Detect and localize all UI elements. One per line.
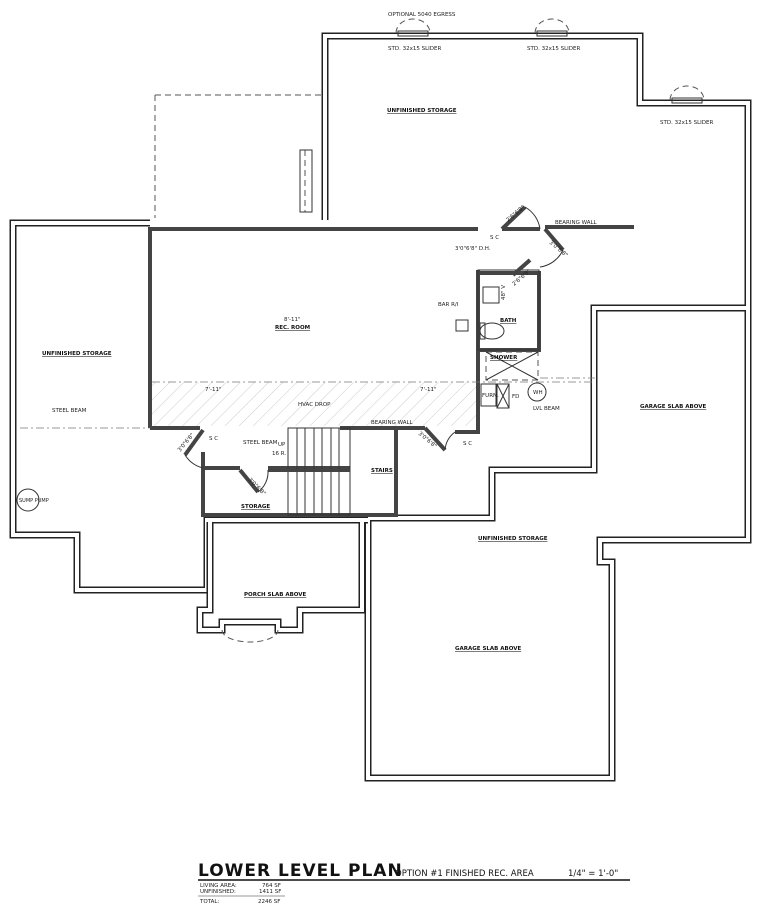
room-label-unfinished-storage-left: UNFINISHED STORAGE: [42, 351, 112, 357]
hvac-drop-label: HVAC DROP: [298, 402, 331, 408]
plan-title: LOWER LEVEL PLAN: [198, 861, 403, 881]
hvac-height-right: 7'-11": [420, 387, 437, 393]
steel-beam-mid-label: STEEL BEAM: [243, 440, 278, 446]
area-value-total: 2246 SF: [258, 899, 280, 905]
interior-walls: [148, 225, 634, 517]
slider-label-1: STD. 32x15 SLIDER: [388, 46, 441, 52]
lvl-beam-label: LVL BEAM: [533, 406, 560, 412]
hvac-height-left: 7'-11": [205, 387, 222, 393]
door-label-top-1: 2'6"6'8": [505, 205, 526, 224]
room-label-unfinished-storage-bottom: UNFINISHED STORAGE: [478, 536, 548, 542]
bath-fixtures: [16, 286, 547, 512]
bar-ri-label: BAR R/I: [438, 302, 459, 308]
bearing-wall-mid-label: BEARING WALL: [371, 420, 414, 426]
room-label-storage: STORAGE: [241, 504, 270, 510]
doors: [183, 205, 565, 494]
sump-pump-label: SUMP PUMP: [19, 498, 49, 504]
optional-egress-label: OPTIONAL 5040 EGRESS: [388, 12, 456, 18]
floor-drain-label: FD: [512, 394, 519, 400]
furnace-label: FURN.: [482, 393, 499, 399]
stairs-risers-label: 16 R.: [272, 451, 286, 457]
sc-left-label: S C: [209, 436, 218, 442]
room-label-unfinished-storage-top: UNFINISHED STORAGE: [387, 108, 457, 114]
area-label-unfinished: UNFINISHED:: [200, 889, 236, 895]
stairs-up-label: UP: [278, 442, 286, 448]
room-label-garage-slab-right: GARAGE SLAB ABOVE: [640, 404, 707, 410]
area-label-total: TOTAL:: [199, 899, 219, 905]
steel-beam-left-label: STEEL BEAM: [52, 408, 87, 414]
room-label-shower: SHOWER: [490, 355, 518, 361]
slider-label-3: STD. 32x15 SLIDER: [660, 120, 713, 126]
water-heater-label: WH: [533, 390, 543, 396]
room-label-garage-slab-bottom: GARAGE SLAB ABOVE: [455, 646, 522, 652]
room-label-stairs: STAIRS: [371, 468, 393, 474]
dh-label: 3'0"6'8" D.H.: [455, 246, 491, 252]
plan-scale: 1/4" = 1'-0": [568, 869, 618, 879]
deck-outline: [154, 94, 322, 218]
area-label-living: LIVING AREA:: [200, 883, 237, 889]
plan-option: OPTION #1 FINISHED REC. AREA: [395, 869, 534, 879]
vanity-label: 48" V: [501, 285, 507, 300]
area-value-living: 764 SF: [262, 883, 281, 889]
sc-right-label: S C: [463, 441, 472, 447]
slider-label-2: STD. 32x15 SLIDER: [527, 46, 580, 52]
room-label-porch-slab: PORCH SLAB ABOVE: [244, 592, 307, 598]
room-label-bath: BATH: [500, 318, 517, 324]
title-block: LOWER LEVEL PLAN OPTION #1 FINISHED REC.…: [198, 861, 630, 905]
bearing-wall-top-label: BEARING WALL: [555, 220, 598, 226]
windows: [221, 18, 705, 643]
sc-top-label: S C: [490, 235, 499, 241]
hvac-drop-area: [20, 381, 595, 429]
room-label-rec-room: REC. ROOM: [275, 325, 310, 331]
exterior-walls: [9, 32, 752, 782]
area-value-unfinished: 1411 SF: [259, 889, 281, 895]
rec-room-height: 8'-11": [284, 317, 301, 323]
stairs: [268, 427, 351, 516]
